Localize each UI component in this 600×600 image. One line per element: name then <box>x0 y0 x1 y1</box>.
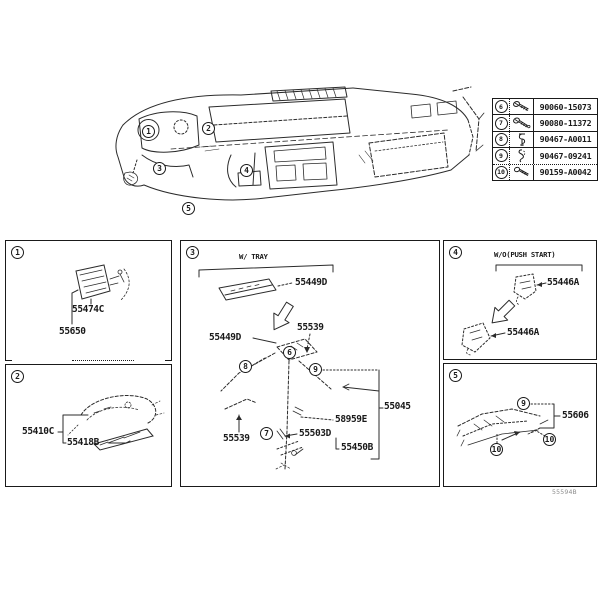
detail-box-2: 2 55410C 55418B <box>5 364 172 487</box>
part-label-55418B: 55418B <box>67 437 99 448</box>
part-label-55650: 55650 <box>59 326 86 337</box>
callout-badge: 9 <box>494 149 508 163</box>
box1-border-stub <box>6 360 12 361</box>
part-label-55045: 55045 <box>384 401 411 412</box>
box1-dotted-border <box>72 360 134 361</box>
callout-badge: 6 <box>494 100 508 114</box>
part-number-cell: 90159-A0042 <box>539 167 592 178</box>
row-id-cell: 8 <box>493 131 510 148</box>
box-number-badge: 2 <box>11 370 24 383</box>
detail-box-5: 5 55606 9 10 10 <box>443 363 597 487</box>
row-id-cell: 6 <box>493 99 510 115</box>
part-label-55410C: 55410C <box>22 426 54 437</box>
part-label-55446A: 55446A <box>507 327 539 338</box>
box4-sketch <box>461 264 583 356</box>
part-label-55449D: 55449D <box>209 332 241 343</box>
box1-border-stub <box>165 360 171 361</box>
box5-callout-9: 9 <box>517 397 530 410</box>
table-row: 6 90060-15073 <box>493 99 597 115</box>
detail-box-3: 3 W/ TRAY 55449D 55449D 55539 55539 5504… <box>180 240 440 487</box>
box1-sketch <box>71 264 130 325</box>
box3-callout-7: 7 <box>260 427 273 440</box>
part-label-55449D: 55449D <box>295 277 327 288</box>
instrument-panel-sketch <box>115 86 485 201</box>
part-number-cell: 90080-11372 <box>539 118 592 129</box>
table-row: 7 90080-11372 <box>493 114 597 131</box>
fastener-table: 6 90060-15073 7 90080-11372 8 90467-A001… <box>492 98 598 181</box>
row-id-cell: 7 <box>493 115 510 131</box>
main-callout-3: 3 <box>153 162 166 175</box>
dashboard-linework <box>115 86 485 201</box>
part-label-55606: 55606 <box>562 410 589 421</box>
part-label-55474C: 55474C <box>72 304 104 315</box>
clip-icon <box>510 148 534 164</box>
detail-box-4: 4 W/O(PUSH START) 55446A 55446A <box>443 240 597 360</box>
box3-sketch <box>198 264 384 470</box>
table-row: 8 90467-A0011 <box>493 130 597 148</box>
table-row: 9 90467-09241 <box>493 147 597 164</box>
part-number-cell: 90467-09241 <box>539 150 592 161</box>
main-callout-5: 5 <box>182 202 195 215</box>
box5-callout-10: 10 <box>543 433 556 446</box>
box-number-badge: 1 <box>11 246 24 259</box>
part-number-cell: 90467-A0011 <box>539 134 592 145</box>
main-callout-4: 4 <box>240 164 253 177</box>
part-label-55446A: 55446A <box>547 277 579 288</box>
part-number-cell: 90060-15073 <box>539 101 592 112</box>
part-label-58959E: 58959E <box>335 414 367 425</box>
callout-badge: 8 <box>494 132 508 146</box>
screw-icon <box>510 99 534 115</box>
box-number-badge: 5 <box>449 369 462 382</box>
screw-icon <box>510 115 534 131</box>
box-number-badge: 4 <box>449 246 462 259</box>
main-callout-1: 1 <box>142 125 155 138</box>
clip-icon <box>510 131 534 148</box>
part-label-55503D: 55503D <box>299 428 331 439</box>
figure-code: 55594B <box>552 488 577 496</box>
part-label-55450B: 55450B <box>341 442 373 453</box>
part-label-55539: 55539 <box>297 322 324 333</box>
main-callout-2: 2 <box>202 122 215 135</box>
screw-icon <box>510 164 534 180</box>
box3-callout-9: 9 <box>309 363 322 376</box>
box5-callout-10: 10 <box>490 443 503 456</box>
part-label-55539: 55539 <box>223 433 250 444</box>
variant-note: W/O(PUSH START) <box>494 250 556 259</box>
box3-callout-6: 6 <box>283 346 296 359</box>
table-row: 10 90159-A0042 <box>493 163 597 180</box>
box-number-badge: 3 <box>186 246 199 259</box>
row-id-cell: 9 <box>493 148 510 164</box>
callout-badge: 7 <box>494 116 508 130</box>
box2-sketch <box>57 395 165 451</box>
variant-note: W/ TRAY <box>239 252 268 261</box>
box5-sketch <box>456 403 561 447</box>
box3-callout-8: 8 <box>239 360 252 373</box>
row-id-cell: 10 <box>493 164 510 180</box>
detail-box-1: 1 55474C 55650 <box>5 240 172 361</box>
callout-badge: 10 <box>494 165 508 179</box>
